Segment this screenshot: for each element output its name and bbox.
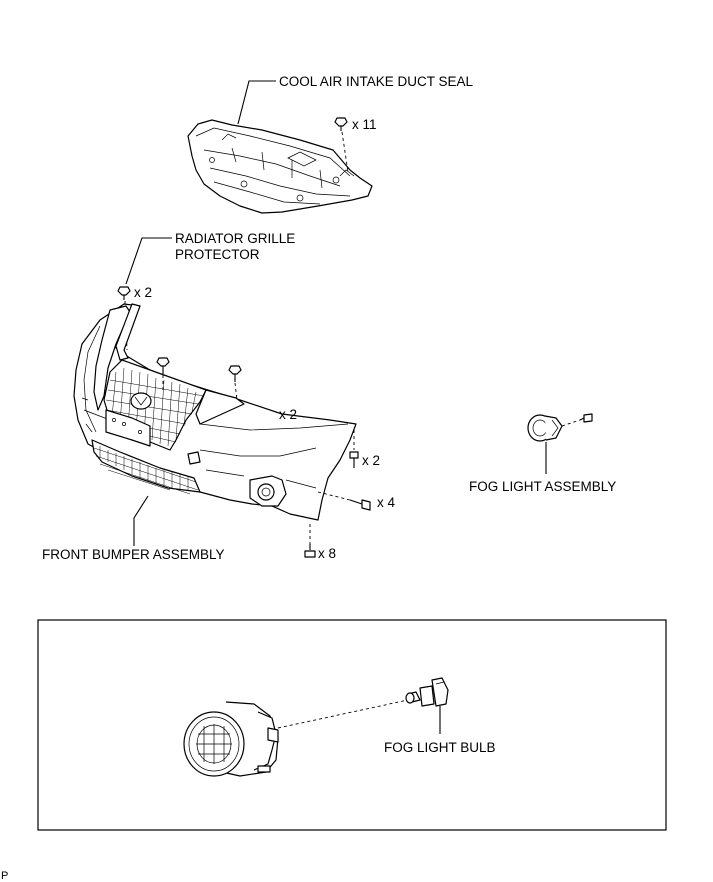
cool-air-intake-duct-seal-label: COOL AIR INTAKE DUCT SEAL	[279, 74, 474, 89]
fog-light-screw-icon	[579, 413, 593, 423]
grille-protector-leader-line	[125, 237, 172, 285]
fog-light-bulb-part	[405, 677, 449, 707]
corner-mark: P	[1, 870, 8, 882]
radiator-grille-protector-label-line1: RADIATOR GRILLE	[175, 231, 295, 246]
bumper-bottom-screws-quantity: x 8	[318, 546, 336, 561]
bumper-top-clip-icon-2	[228, 365, 242, 401]
bumper-side-bolts-quantity: x 4	[377, 495, 396, 510]
duct-seal-clips-quantity: x 11	[352, 117, 377, 132]
duct-seal-leader-line	[237, 80, 276, 125]
grille-protector-clip-icon	[117, 286, 131, 300]
grille-protector-clips-quantity: x 2	[134, 285, 152, 300]
fog-light-large-part	[183, 701, 279, 777]
bumper-side-screws-quantity: x 2	[362, 453, 380, 468]
fog-light-assembly-label: FOG LIGHT ASSEMBLY	[469, 479, 616, 494]
cool-air-intake-duct-seal-part	[187, 119, 373, 214]
bumper-bottom-screw-icon	[304, 524, 316, 558]
detail-box-frame	[37, 619, 667, 831]
radiator-grille-protector-label-line2: PROTECTOR	[175, 247, 260, 262]
duct-seal-clip-icon	[334, 117, 348, 131]
front-bumper-leader-line	[133, 495, 149, 546]
front-bumper-assembly-label: FRONT BUMPER ASSEMBLY	[42, 547, 225, 562]
bumper-top-clips-quantity: x 2	[279, 407, 297, 422]
fog-light-assembly-part	[527, 414, 563, 442]
bumper-top-clip-icon	[156, 357, 170, 392]
bumper-side-bolt-icon	[317, 491, 371, 511]
front-bumper-assembly-part	[73, 303, 357, 521]
bumper-side-screw-icon	[349, 430, 359, 468]
fog-light-bulb-label: FOG LIGHT BULB	[384, 740, 496, 755]
